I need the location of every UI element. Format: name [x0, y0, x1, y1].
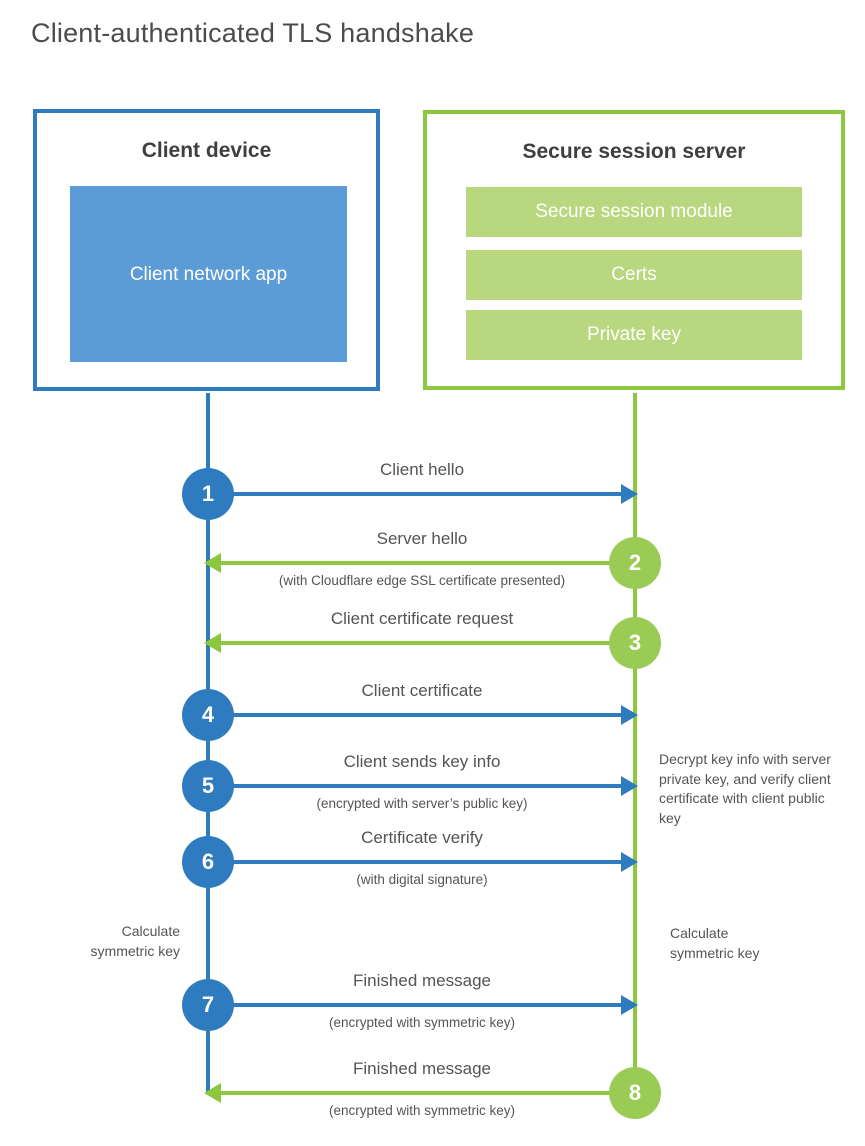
- step-sublabel: (with Cloudflare edge SSL certificate pr…: [278, 573, 566, 588]
- arrow-line: [210, 1003, 624, 1007]
- step-number-badge: 2: [609, 537, 661, 589]
- step-number-badge: 3: [609, 617, 661, 669]
- client-device-title: Client device: [141, 139, 272, 162]
- server-decrypt-key-info-note: Decrypt key info with server private key…: [659, 751, 831, 826]
- arrow-line: [210, 860, 624, 864]
- arrow-line: [220, 1091, 633, 1095]
- secure-session-server-title: Secure session server: [522, 140, 746, 163]
- page-title: Client-authenticated TLS handshake: [31, 18, 475, 48]
- step-label: Certificate verify: [361, 828, 483, 847]
- arrow-left-icon: [204, 1083, 221, 1103]
- step-number-badge: 7: [182, 979, 234, 1031]
- server-calculate-symmetric-key-note: Calculate symmetric key: [670, 925, 760, 961]
- private-key-module: Private key: [466, 310, 802, 360]
- step-number-badge: 8: [609, 1067, 661, 1119]
- arrow-right-icon: [621, 776, 638, 796]
- client-network-app-module: Client network app: [70, 186, 347, 362]
- arrow-line: [210, 784, 624, 788]
- step-label: Client sends key info: [343, 752, 501, 771]
- arrow-line: [220, 641, 633, 645]
- client-lifeline: [206, 393, 210, 1093]
- step-label: Finished message: [353, 1059, 491, 1078]
- arrow-right-icon: [621, 995, 638, 1015]
- step-label: Client hello: [379, 460, 465, 479]
- arrow-right-icon: [621, 852, 638, 872]
- certs-module: Certs: [466, 250, 802, 300]
- secure-session-module: Secure session module: [466, 187, 802, 237]
- arrow-right-icon: [621, 705, 638, 725]
- client-calculate-symmetric-key-note: Calculate symmetric key: [90, 923, 180, 959]
- step-sublabel: (with digital signature): [356, 872, 488, 887]
- step-number-badge: 1: [182, 468, 234, 520]
- step-label: Client certificate request: [330, 609, 514, 628]
- step-sublabel: (encrypted with symmetric key): [328, 1103, 516, 1118]
- step-label: Client certificate: [361, 681, 483, 700]
- step-number-badge: 4: [182, 689, 234, 741]
- arrow-right-icon: [621, 484, 638, 504]
- secure-session-server-box: Secure session server Secure session mod…: [423, 110, 845, 390]
- step-sublabel: (encrypted with server’s public key): [316, 796, 528, 811]
- step-label: Server hello: [376, 529, 468, 548]
- arrow-left-icon: [204, 633, 221, 653]
- step-number-badge: 6: [182, 836, 234, 888]
- arrow-line: [210, 492, 624, 496]
- client-device-box: Client device Client network app: [33, 109, 380, 391]
- step-number-badge: 5: [182, 760, 234, 812]
- arrow-left-icon: [204, 553, 221, 573]
- step-label: Finished message: [353, 971, 491, 990]
- step-sublabel: (encrypted with symmetric key): [328, 1015, 516, 1030]
- arrow-line: [210, 713, 624, 717]
- arrow-line: [220, 561, 633, 565]
- server-lifeline: [633, 393, 637, 1093]
